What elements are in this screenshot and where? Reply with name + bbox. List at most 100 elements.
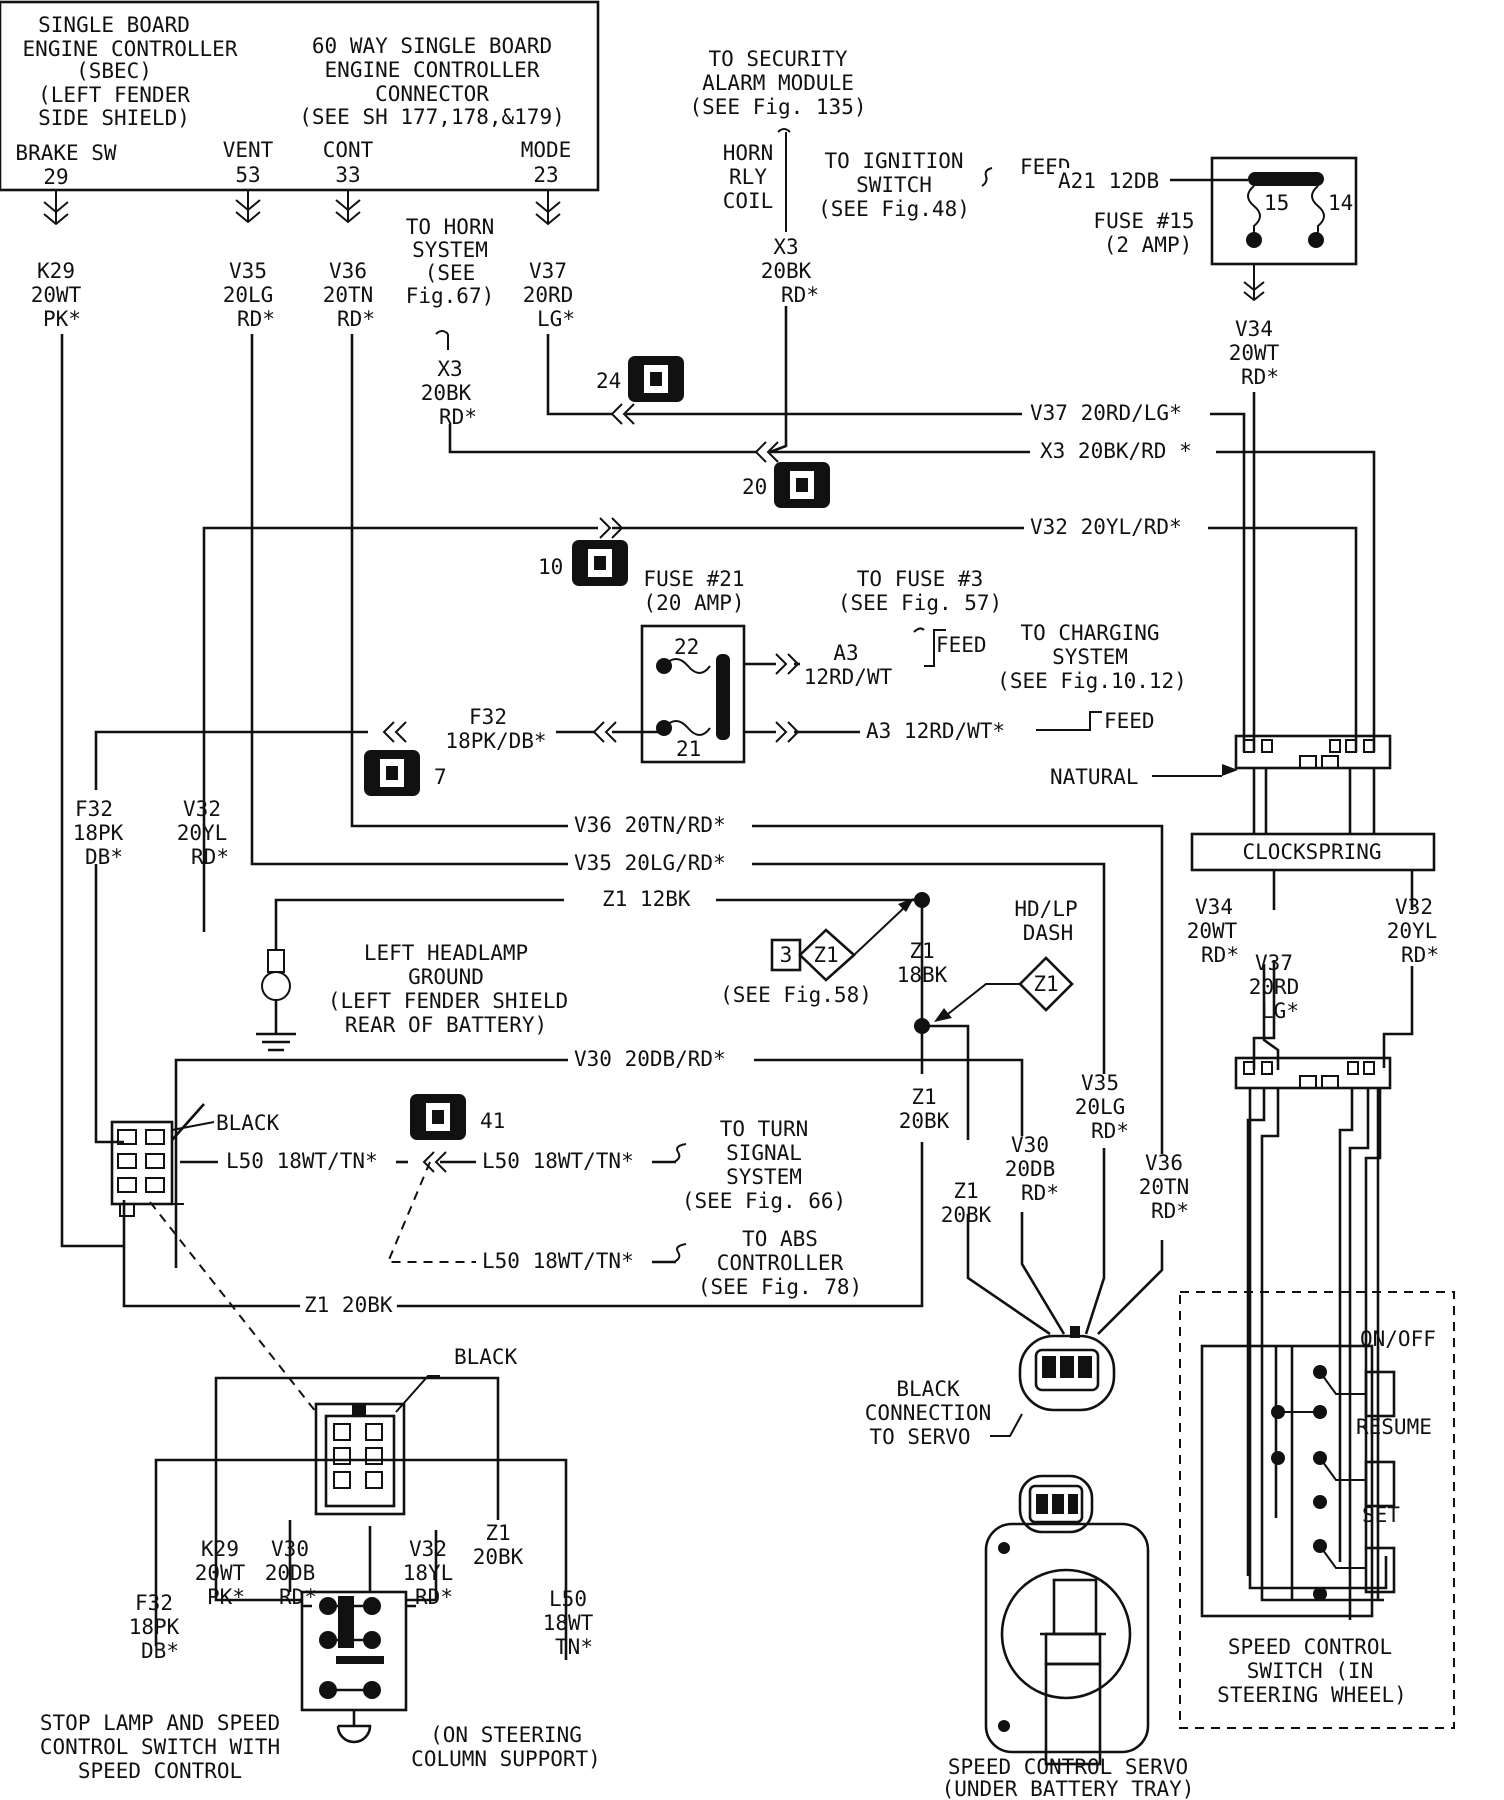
connector-41: 41 (410, 1094, 505, 1140)
headlamp-line-4: REAR OF BATTERY) (345, 1013, 547, 1037)
stop-f32-2: 18PK (129, 1615, 180, 1639)
scs-title-2: SWITCH (IN (1247, 1659, 1373, 1683)
bus-l50a-label: L50 18WT/TN* (226, 1149, 378, 1173)
pin-brake-sw: BRAKE SW (15, 141, 117, 165)
charging-ref: TO CHARGING SYSTEM (SEE Fig.10.12) (997, 621, 1187, 693)
headlamp-ground (256, 949, 296, 1052)
v32-left-3: RD* (191, 845, 229, 869)
cs-v37-1: V37 (1255, 951, 1293, 975)
connector-24-label: 24 (596, 369, 621, 393)
steering-col-2: COLUMN SUPPORT) (411, 1747, 601, 1771)
servo-title-2: (UNDER BATTERY TRAY) (942, 1777, 1195, 1800)
speed-control-switch-title: SPEED CONTROL SWITCH (IN STEERING WHEEL) (1217, 1635, 1407, 1707)
z1-18bk-labels: Z1 18BK (897, 939, 948, 987)
sbec-title-1: SINGLE BOARD (38, 13, 190, 37)
bus-v30-label: V30 20DB/RD* (574, 1047, 726, 1071)
wire-v36-3: RD* (337, 307, 375, 331)
servo-v35-2: 20LG (1075, 1095, 1126, 1119)
sbec-connector-2: ENGINE CONTROLLER (325, 58, 540, 82)
turn-line-3: SYSTEM (726, 1165, 802, 1189)
connector-7-label: 7 (434, 765, 447, 789)
horn-relay-2: RLY (729, 165, 767, 189)
security-line-3: (SEE Fig. 135) (689, 95, 866, 119)
splice-3-z1: 3 Z1 (SEE Fig.58) (720, 898, 914, 1007)
wire-v35-2: 20LG (223, 283, 274, 307)
fuse-15-rating: (2 AMP) (1104, 233, 1193, 257)
black-connector-left: BLACK (110, 1111, 280, 1217)
v34-top-labels: V34 20WT RD* (1229, 317, 1280, 389)
steering-col-1: (ON STEERING (430, 1723, 582, 1747)
fuse-3-feed-mark (913, 627, 925, 633)
sbec-connector-4: (SEE SH 177,178,&179) (299, 105, 565, 129)
fuse-15-pin-15: 15 (1264, 191, 1289, 215)
wire-v35-1: V35 (229, 259, 267, 283)
a3-top-1: A3 (833, 641, 858, 665)
switch-set: SET (1362, 1503, 1400, 1527)
sbec-controller: SINGLE BOARD ENGINE CONTROLLER (SBEC) (L… (0, 0, 600, 192)
wire-k29-1: K29 (37, 259, 75, 283)
clockspring-label: CLOCKSPRING (1242, 840, 1381, 864)
horn-line-2: SYSTEM (412, 238, 488, 262)
hdlp-dash: HD/LP DASH Z1 (1014, 897, 1078, 1012)
stop-title-3: SPEED CONTROL (78, 1759, 242, 1783)
bus-l50c-label: L50 18WT/TN* (482, 1249, 634, 1273)
fuse-3-line-1: TO FUSE #3 (857, 567, 983, 591)
label-knockout (598, 886, 695, 912)
cs-v37-2: 20RD (1249, 975, 1300, 999)
servo-v35-3: RD* (1091, 1119, 1129, 1143)
servo-connector (1018, 1326, 1116, 1412)
stop-title-1: STOP LAMP AND SPEED (40, 1711, 280, 1735)
stop-v30-3: RD* (279, 1585, 317, 1609)
pin-mode: MODE (521, 138, 572, 162)
label-knockout (1054, 168, 1164, 194)
wire-v37-3: LG* (537, 307, 575, 331)
stop-l50-2: 18WT (543, 1611, 594, 1635)
cs-v32-3: RD* (1401, 943, 1439, 967)
label-knockout (1036, 438, 1196, 464)
fuse-15-connector (1243, 264, 1265, 302)
stop-l50-1: L50 (549, 1587, 587, 1611)
cs-v37-3: LG* (1261, 999, 1299, 1023)
security-wire-1: X3 (773, 235, 798, 259)
z1-splice-bottom (914, 1018, 930, 1034)
security-line-2: ALARM MODULE (702, 71, 854, 95)
label-knockout (1046, 764, 1143, 790)
servo-v30-2: 20DB (1005, 1157, 1056, 1181)
servo-v36-1: V36 (1145, 1151, 1183, 1175)
bus-v36-label: V36 20TN/RD* (574, 813, 726, 837)
f32-left-1: F32 (75, 797, 113, 821)
pin-23: 23 (533, 163, 558, 187)
a21-wire-label: A21 12DB (1058, 169, 1159, 193)
turn-signal-ref: TO TURN SIGNAL SYSTEM (SEE Fig. 66) TO A… (682, 1117, 862, 1299)
charging-line-2: SYSTEM (1052, 645, 1128, 669)
servo-connection-text: BLACK CONNECTION TO SERVO (865, 1377, 991, 1449)
security-line-1: TO SECURITY (708, 47, 847, 71)
label-knockout (478, 1148, 638, 1174)
headlamp-line-3: (LEFT FENDER SHIELD (328, 989, 568, 1013)
splice-3-number: 3 (780, 943, 793, 967)
connector-10-label: 10 (538, 555, 563, 579)
stop-v30-2: 20DB (265, 1561, 316, 1585)
stop-k29-2: 20WT (195, 1561, 246, 1585)
wire-v35-3: RD* (237, 307, 275, 331)
v32-left-1: V32 (183, 797, 221, 821)
a3-bottom-label: A3 12RD/WT* (866, 719, 1005, 743)
v32-into-connector (171, 1103, 205, 1141)
horn-relay-3: COIL (723, 189, 774, 213)
fuse-21-rating: (20 AMP) (643, 591, 744, 615)
servo-z1b-1: Z1 (953, 1179, 978, 1203)
fuse-21-pin-21: 21 (676, 737, 701, 761)
label-knockout (570, 1046, 730, 1072)
label-knockout (570, 812, 730, 838)
fuse-3-feed: FEED (936, 633, 987, 657)
servo-v30-3: RD* (1021, 1181, 1059, 1205)
stop-k29-3: PK* (207, 1585, 245, 1609)
turn-line-2: SIGNAL (726, 1141, 802, 1165)
headlamp-ground-text: LEFT HEADLAMP GROUND (LEFT FENDER SHIELD… (328, 941, 568, 1037)
v34-top-1: V34 (1235, 317, 1273, 341)
v32-left-2: 20YL (177, 821, 228, 845)
bus-z1b-label: Z1 20BK (304, 1293, 393, 1317)
switch-on-off: ON/OFF (1360, 1327, 1436, 1351)
ignition-line-2: SWITCH (856, 173, 932, 197)
fuse-21-title: FUSE #21 (643, 567, 744, 591)
